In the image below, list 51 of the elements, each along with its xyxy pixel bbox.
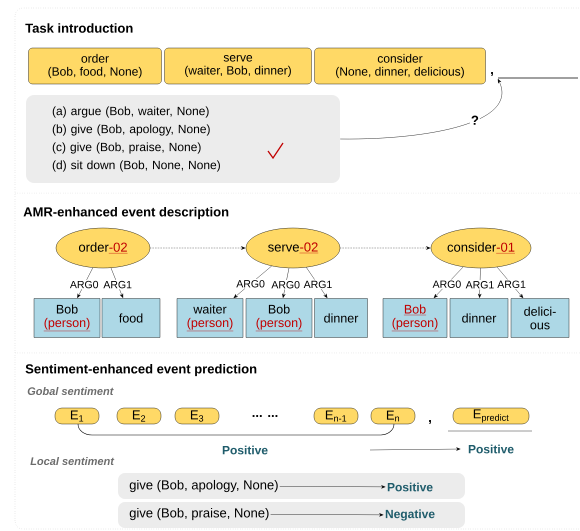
argument-box: delici- ous (510, 298, 570, 338)
arrow (77, 268, 94, 298)
event-chip: E$_{3}$ (174, 408, 220, 424)
argument-box: food (102, 298, 160, 338)
edge-label: ARG1 (496, 280, 527, 289)
arrow (110, 268, 124, 298)
argument-box: dinner (314, 298, 368, 338)
section-title: Task introduction (25, 23, 132, 33)
sentiment-label: Positive (388, 482, 433, 492)
event-chip: E$_{2}$ (116, 408, 162, 424)
comma: , (491, 72, 493, 76)
sentiment-label: Positive (468, 444, 514, 454)
event-chip: E$_{1}$ (54, 408, 100, 424)
curved-arrow (340, 78, 502, 140)
sentiment-label: Positive (222, 446, 268, 454)
subsection-title: Gobal sentiment (28, 386, 114, 396)
event-box: serve (waiter, Bob, dinner) (164, 48, 312, 84)
event-chip: E$_{predict}$ (452, 408, 530, 424)
ellipsis: ... ... (252, 415, 278, 417)
arrow (370, 447, 460, 451)
arrow (306, 267, 328, 298)
edge-label: ARG0 (432, 279, 462, 289)
options-box: (a) argue (Bob, waiter, None) (b) give (Bob, apology, None) (c) give (Bob, praise, None) (d) sit down (Bob, None, None) (26, 95, 340, 183)
argument-box: dinner (450, 298, 508, 338)
section-title: Sentiment-enhanced event prediction (26, 364, 256, 376)
event-box: consider (None, dinner, delicious) (314, 48, 486, 84)
section-title: AMR-enhanced event description (24, 206, 228, 220)
arrow (478, 268, 482, 298)
event-box: order (Bob, food, None) (28, 48, 162, 84)
arrow (280, 485, 386, 489)
event-text: give (Bob, apology, None) (130, 480, 278, 492)
edge-label: ? (470, 114, 480, 126)
edge-label: ARG0 (68, 280, 100, 290)
edge-label: ARG1 (302, 280, 334, 290)
argument-box: waiter (person) (176, 298, 244, 338)
event-chip: E$_{n}$ (370, 408, 416, 424)
event-text: give (Bob, praise, None) (130, 508, 269, 520)
event-chip: E$_{n-1}$ (314, 408, 358, 424)
argument-box: Bob (person) (34, 298, 100, 338)
sentiment-label: Negative (386, 509, 435, 521)
argument-box: Bob (person) (246, 298, 312, 338)
edge-label: ARG0 (235, 279, 266, 288)
arrow (496, 266, 524, 298)
edge-label: ARG1 (102, 280, 133, 290)
edge-label: ARG0 (270, 280, 301, 290)
argument-box: Bob (person) (382, 298, 448, 338)
arrow (270, 513, 384, 517)
arrow (282, 268, 290, 298)
edge-label: ARG1 (464, 280, 496, 290)
subsection-title: Local sentiment (30, 456, 114, 466)
comma: , (429, 420, 431, 424)
